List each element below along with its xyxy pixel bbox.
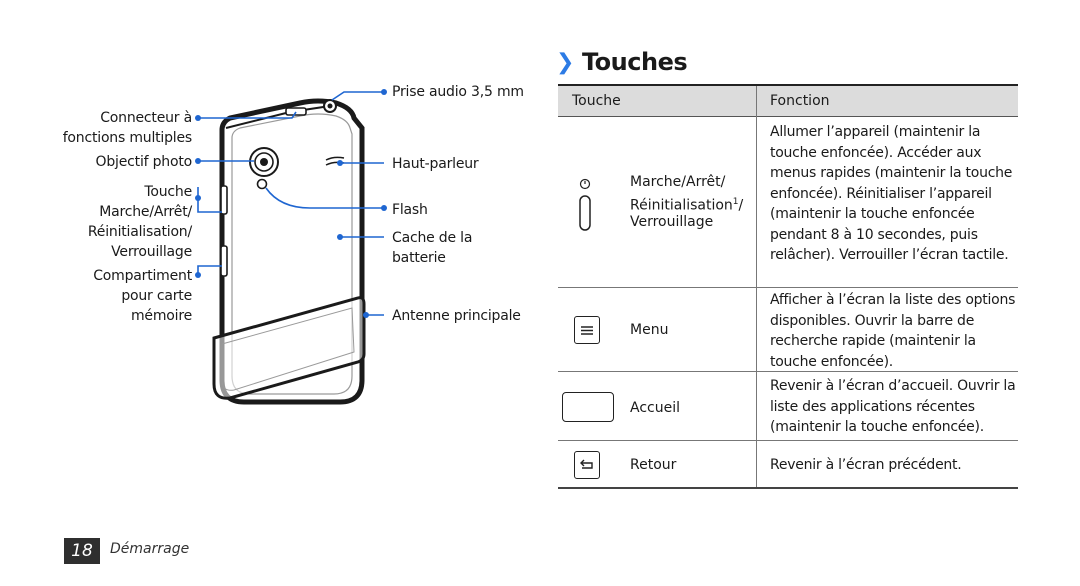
table-header [558,86,1018,117]
function-menu: Afficher à l’écran la liste des options … [770,292,1016,370]
phone-body [212,98,366,405]
label-prise-audio: Prise audio 3,5 mm [392,84,524,100]
phone-back-diagram [195,89,387,405]
label-touche: Touche [144,184,192,200]
label-pour-carte: pour carte [121,288,192,304]
key-name-accueil: Accueil [630,400,680,416]
key-name-menu: Menu [630,322,669,338]
label-reinitialisation: Réinitialisation/ [87,224,192,240]
callout-dots [195,89,387,318]
label-flash: Flash [392,202,428,218]
row-divider [558,371,1018,372]
label-antenne: Antenne principale [392,308,521,324]
label-fonctions-multiples: fonctions multiples [62,130,192,146]
function-retour: Revenir à l’écran précédent. [770,457,962,473]
title-rule [558,84,1018,86]
function-accueil: Revenir à l’écran d’accueil. Ouvrir la l… [770,378,1016,435]
label-verrouillage: Verrouillage [111,244,192,260]
label-objectif-photo: Objectif photo [95,154,193,170]
key-name-power-line2: Réinitialisation1/ [630,197,744,214]
label-compartiment: Compartiment [93,268,192,284]
label-batterie: batterie [392,250,446,266]
section-bullet-icon: ❯ [556,50,575,75]
row-divider [558,440,1018,441]
row-divider [558,287,1018,288]
key-name-power-line1: Marche/Arrêt/ [630,174,726,190]
home-key-icon [562,392,614,422]
label-connecteur: Connecteur à [100,110,192,126]
key-name-power-line3: Verrouillage [630,214,714,230]
footer-section: Démarrage [110,541,190,557]
menu-key-icon [574,316,600,344]
key-name-retour: Retour [630,457,677,473]
power-key-icon [579,178,591,231]
label-haut-parleur: Haut-parleur [392,156,479,172]
header-touche: Touche [572,93,621,109]
function-power: Allumer l’appareil (maintenir la touche … [770,124,1013,263]
label-marche-arret: Marche/Arrêt/ [99,204,192,220]
table-bottom-rule [558,487,1018,489]
back-key-icon [574,451,600,479]
label-cache: Cache de la [392,230,473,246]
header-fonction: Fonction [770,93,830,109]
label-memoire: mémoire [130,308,192,324]
page-number: 18 [64,538,100,564]
section-title: Touches [582,48,688,76]
